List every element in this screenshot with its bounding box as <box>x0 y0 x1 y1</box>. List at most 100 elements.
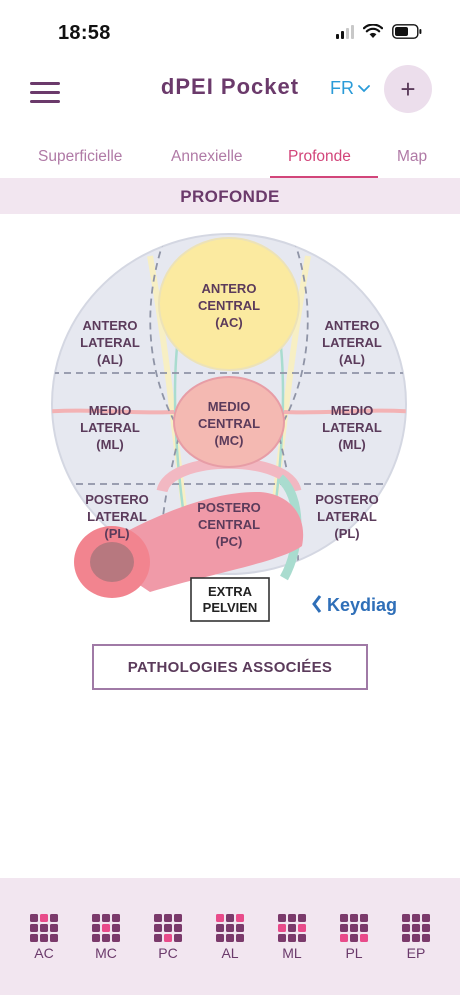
grid-cell <box>236 924 244 932</box>
language-value: FR <box>330 78 354 98</box>
grid-cell <box>112 924 120 932</box>
app-header: dPEI Pocket FR + <box>0 64 460 120</box>
app-title: dPEI Pocket <box>160 74 300 99</box>
grid-cell <box>226 934 234 942</box>
add-button[interactable]: + <box>384 65 432 113</box>
grid-cell <box>50 934 58 942</box>
grid-cell <box>92 934 100 942</box>
grid-cell <box>92 914 100 922</box>
grid-cell <box>40 934 48 942</box>
grid-cell <box>278 934 286 942</box>
grid-cell <box>236 934 244 942</box>
compartment-grid-icon <box>92 914 120 942</box>
nav-item-ep[interactable]: EP <box>390 914 442 970</box>
compartment-grid-icon <box>278 914 306 942</box>
brand-name: Keydiag <box>327 595 397 615</box>
grid-cell <box>112 914 120 922</box>
nav-item-pc[interactable]: PC <box>142 914 194 970</box>
grid-cell <box>288 934 296 942</box>
grid-cell <box>402 914 410 922</box>
grid-cell <box>288 924 296 932</box>
grid-cell <box>350 914 358 922</box>
grid-cell <box>102 924 110 932</box>
bottom-nav: AC MC PC AL ML PL EP <box>0 878 460 995</box>
grid-cell <box>278 924 286 932</box>
grid-cell <box>422 914 430 922</box>
menu-button[interactable] <box>30 82 60 104</box>
grid-cell <box>92 924 100 932</box>
grid-cell <box>174 914 182 922</box>
grid-cell <box>422 934 430 942</box>
nav-item-mc[interactable]: MC <box>80 914 132 970</box>
extra-pelvien-box <box>190 577 270 622</box>
chevron-down-icon <box>358 84 370 92</box>
nav-item-ac[interactable]: AC <box>18 914 70 970</box>
language-select[interactable]: FR <box>330 78 370 99</box>
grid-cell <box>216 914 224 922</box>
wifi-icon <box>363 24 383 38</box>
compartment-grid-icon <box>30 914 58 942</box>
grid-cell <box>340 924 348 932</box>
grid-cell <box>102 914 110 922</box>
grid-cell <box>350 924 358 932</box>
grid-cell <box>154 934 162 942</box>
grid-cell <box>298 934 306 942</box>
compartment-grid-icon <box>216 914 244 942</box>
grid-cell <box>340 914 348 922</box>
grid-cell <box>30 914 38 922</box>
grid-cell <box>216 934 224 942</box>
nav-item-ml[interactable]: ML <box>266 914 318 970</box>
grid-cell <box>226 924 234 932</box>
grid-cell <box>298 924 306 932</box>
section-title: PROFONDE <box>0 178 460 214</box>
nav-label: EP <box>406 945 426 961</box>
grid-cell <box>360 934 368 942</box>
grid-cell <box>412 914 420 922</box>
grid-cell <box>412 934 420 942</box>
grid-cell <box>288 914 296 922</box>
grid-cell <box>360 924 368 932</box>
pathologies-button[interactable]: PATHOLOGIES ASSOCIÉES <box>92 644 368 690</box>
plus-icon: + <box>400 73 416 104</box>
grid-cell <box>50 924 58 932</box>
grid-cell <box>164 924 172 932</box>
grid-cell <box>278 914 286 922</box>
grid-cell <box>174 934 182 942</box>
tab-map[interactable]: Map <box>397 148 428 165</box>
nav-label: MC <box>95 945 117 961</box>
nav-item-pl[interactable]: PL <box>328 914 380 970</box>
status-icons <box>336 24 422 39</box>
compartment-grid-icon <box>402 914 430 942</box>
status-bar: 18:58 <box>0 0 460 64</box>
tab-profonde[interactable]: Profonde <box>288 148 351 165</box>
nav-label: PL <box>345 945 363 961</box>
status-time: 18:58 <box>58 22 111 44</box>
grid-cell <box>402 924 410 932</box>
grid-cell <box>402 934 410 942</box>
grid-cell <box>236 914 244 922</box>
nav-label: AC <box>34 945 54 961</box>
tab-annexielle[interactable]: Annexielle <box>171 148 243 165</box>
grid-cell <box>30 934 38 942</box>
tab-superficielle[interactable]: Superficielle <box>38 148 123 165</box>
grid-cell <box>154 924 162 932</box>
grid-cell <box>154 914 162 922</box>
grid-cell <box>102 934 110 942</box>
grid-cell <box>40 924 48 932</box>
grid-cell <box>360 914 368 922</box>
grid-cell <box>422 924 430 932</box>
nav-label: PC <box>158 945 178 961</box>
tab-bar: Superficielle Annexielle Profonde Map <box>0 138 460 178</box>
compartment-grid-icon <box>154 914 182 942</box>
nav-item-al[interactable]: AL <box>204 914 256 970</box>
mc-compartment <box>173 376 285 468</box>
grid-cell <box>340 934 348 942</box>
nav-label: AL <box>221 945 239 961</box>
